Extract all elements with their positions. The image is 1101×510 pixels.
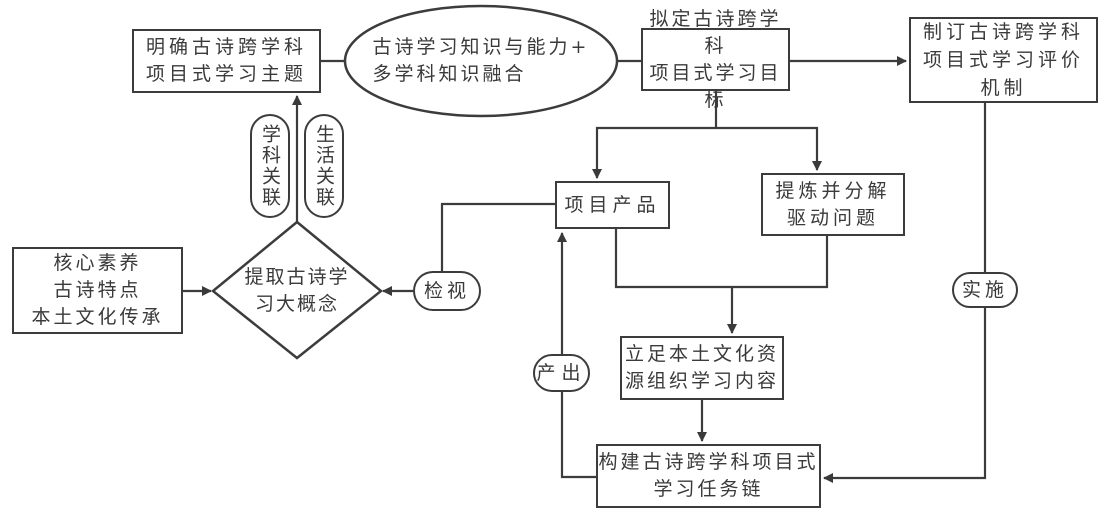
fusion-node: 古诗学习知识与能力+ 多学科知识融合 (350, 20, 612, 102)
fusion-text: 古诗学习知识与能力+ 多学科知识融合 (372, 36, 590, 85)
task-chain-box: 构建古诗跨学科项目式 学习任务链 (596, 444, 821, 508)
inputs-text: 核心素养 古诗特点 本土文化传承 (31, 252, 164, 328)
output-text: 产出 (536, 361, 587, 384)
implement-label: 实施 (952, 272, 1018, 308)
subject-link-label: 学科关联 (250, 114, 290, 218)
edge-taskchain-product (557, 232, 596, 479)
review-label: 检视 (413, 271, 481, 311)
evaluation-text: 制订古诗跨学科 项目式学习评价 机制 (922, 21, 1084, 99)
evaluation-box: 制订古诗跨学科 项目式学习评价 机制 (909, 17, 1098, 103)
goals-text: 拟定古诗跨学科 项目式学习目标 (649, 7, 782, 111)
subject-link-text: 学科关联 (259, 124, 281, 208)
big-concept-diamond (211, 220, 383, 360)
theme-box: 明确古诗跨学科 项目式学习主题 (132, 29, 321, 93)
edge-split-product (592, 126, 716, 179)
product-box: 项目产品 (555, 181, 670, 229)
edge-evaluation-taskchain (823, 103, 987, 483)
edge-split-question (716, 126, 822, 171)
life-link-label: 生活关联 (304, 114, 344, 218)
edge-product-merge (614, 229, 829, 289)
edge-product-review (440, 202, 555, 271)
review-text: 检视 (423, 279, 470, 302)
driving-question-box: 提炼并分解 驱动问题 (761, 173, 905, 236)
task-chain-text: 构建古诗跨学科项目式 学习任务链 (598, 451, 819, 500)
output-label: 产出 (533, 354, 590, 392)
inputs-box: 核心素养 古诗特点 本土文化传承 (12, 247, 183, 334)
big-concept-text: 提取古诗学 习大概念 (244, 266, 350, 315)
product-text: 项目产品 (564, 193, 661, 216)
life-link-text: 生活关联 (313, 124, 335, 208)
driving-question-text: 提炼并分解 驱动问题 (775, 179, 891, 229)
theme-text: 明确古诗跨学科 项目式学习主题 (145, 36, 307, 85)
implement-text: 实施 (961, 278, 1008, 301)
goals-box: 拟定古诗跨学科 项目式学习目标 (641, 8, 790, 111)
content-text: 立足本土文化资 源组织学习内容 (624, 343, 779, 392)
content-box: 立足本土文化资 源组织学习内容 (620, 336, 784, 400)
big-concept-node: 提取古诗学 习大概念 (226, 262, 368, 320)
